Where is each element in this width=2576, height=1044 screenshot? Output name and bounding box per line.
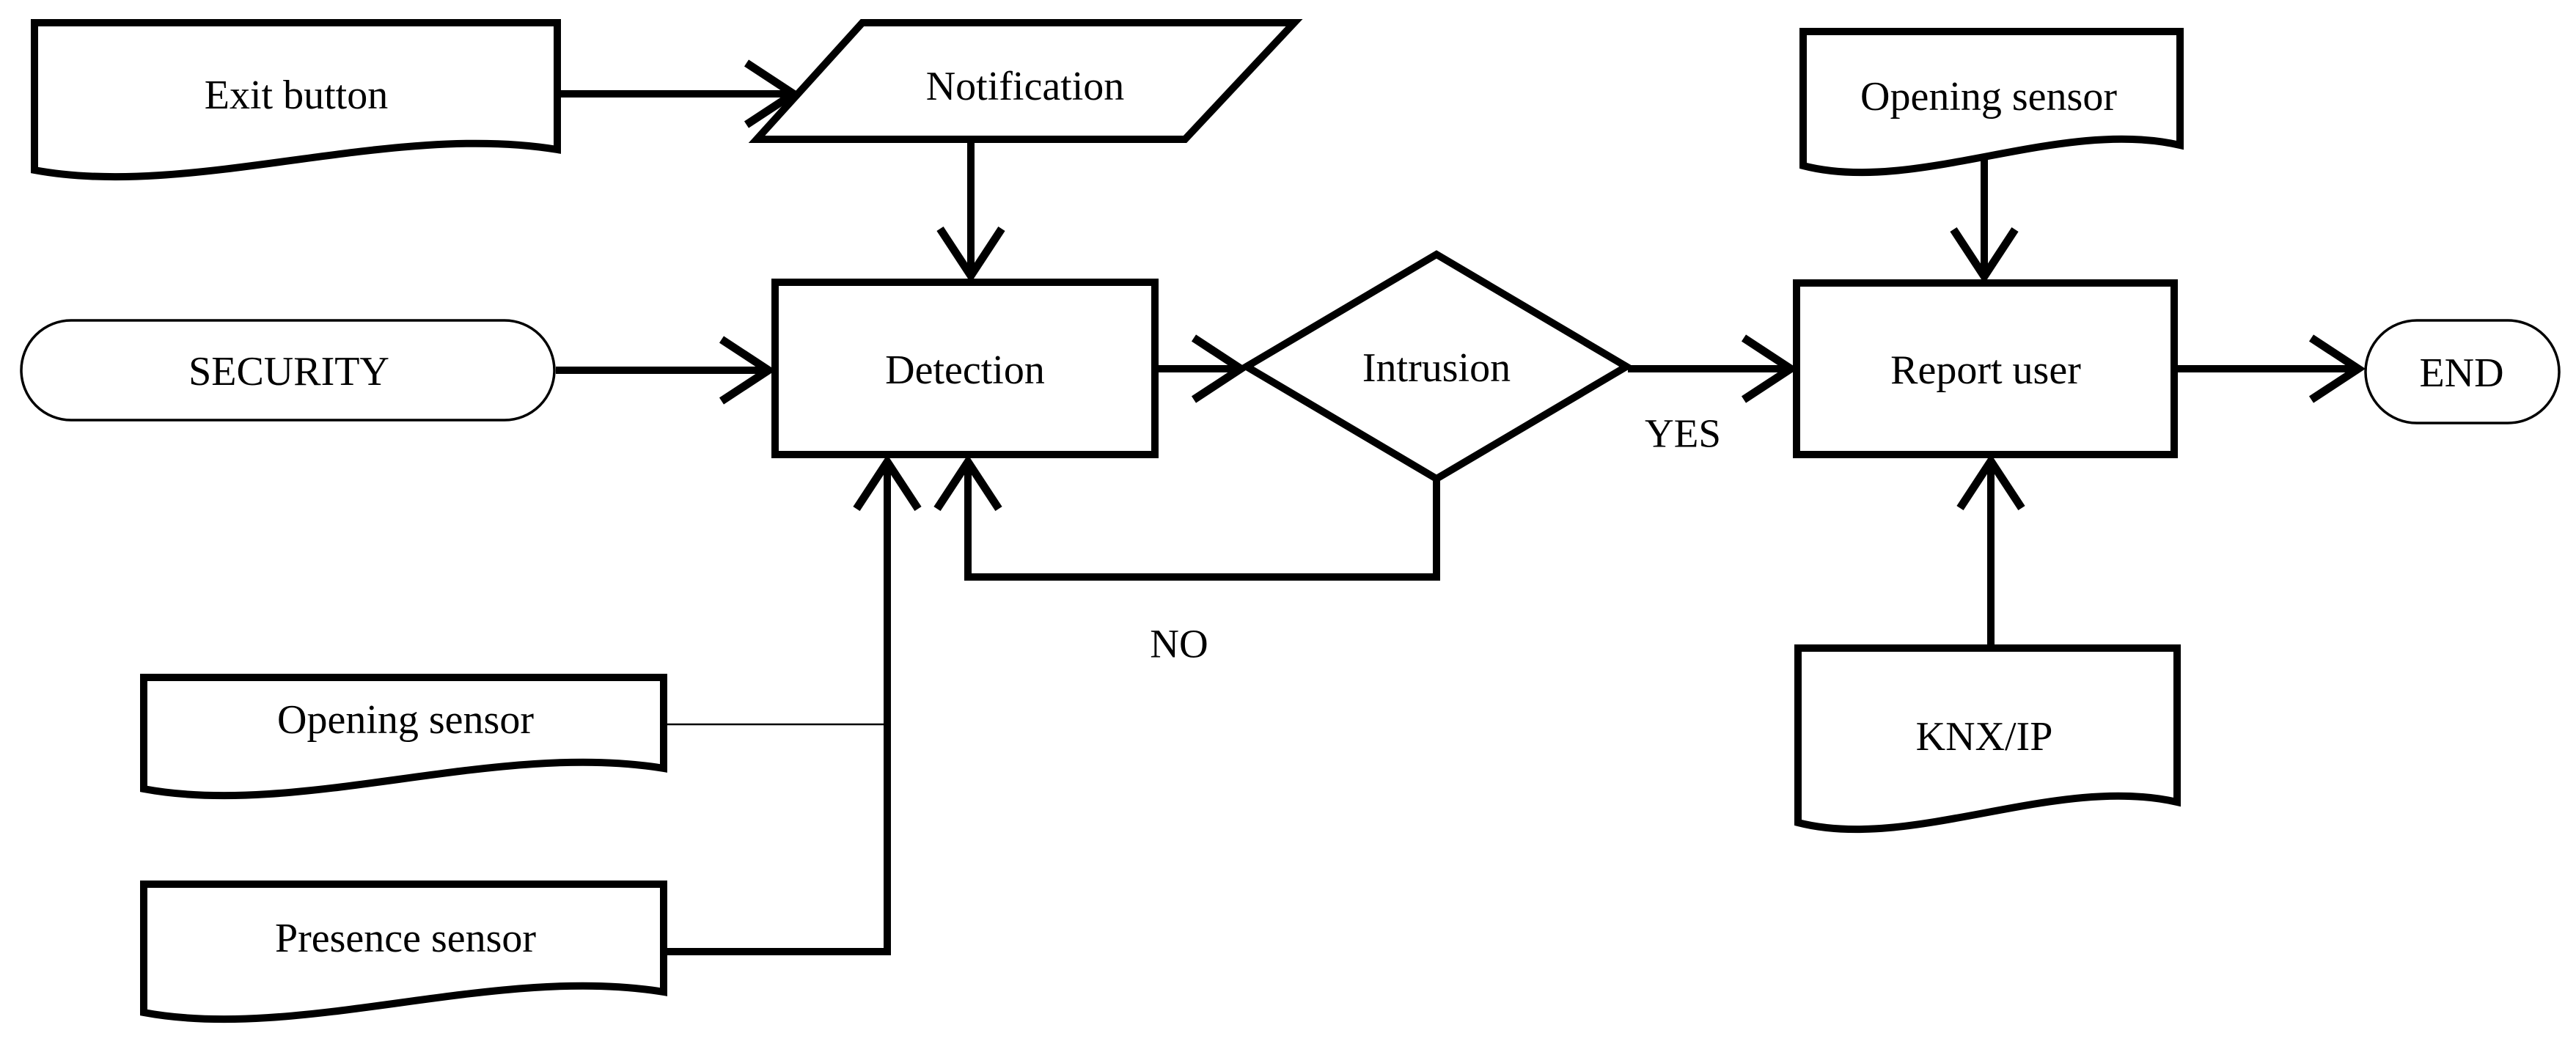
process-shape bbox=[1793, 279, 2178, 458]
edge-sensors-to-detection bbox=[662, 454, 922, 955]
node-notification: Notification bbox=[748, 19, 1303, 143]
node-exit-button: Exit button bbox=[31, 19, 561, 181]
node-report-user: Report user bbox=[1793, 279, 2178, 458]
node-opening-sensor-bottom: Opening sensor bbox=[140, 674, 667, 800]
edge-intrusion-no-to-detection bbox=[933, 454, 1440, 581]
node-label: Opening sensor bbox=[277, 697, 534, 743]
edges: YES NO bbox=[556, 59, 2366, 955]
nodes: Exit button Notification SECURITY Detect… bbox=[20, 19, 2561, 1023]
node-opening-sensor-top: Opening sensor bbox=[1799, 28, 2184, 177]
node-presence-sensor: Presence sensor bbox=[140, 881, 667, 1023]
document-shape bbox=[1799, 28, 2184, 177]
process-shape bbox=[771, 279, 1159, 458]
decision-diamond-shape bbox=[1239, 250, 1634, 483]
node-label: Notification bbox=[926, 64, 1125, 109]
parallelogram-shape bbox=[748, 19, 1303, 143]
document-shape bbox=[31, 19, 561, 181]
node-label: Presence sensor bbox=[275, 916, 536, 961]
document-shape bbox=[1794, 644, 2181, 834]
document-shape bbox=[140, 674, 667, 800]
node-label: SECURITY bbox=[188, 349, 389, 394]
node-intrusion: Intrusion bbox=[1239, 250, 1634, 483]
node-label: END bbox=[2419, 350, 2503, 396]
edge-label-no: NO bbox=[1150, 622, 1208, 666]
terminator-shape bbox=[20, 319, 556, 422]
node-label: Report user bbox=[1890, 348, 2081, 393]
document-shape bbox=[140, 881, 667, 1023]
node-security: SECURITY bbox=[20, 319, 556, 422]
node-label: Intrusion bbox=[1362, 345, 1511, 391]
node-end: END bbox=[2364, 319, 2561, 424]
node-label: Opening sensor bbox=[1860, 74, 2117, 120]
node-label: KNX/IP bbox=[1916, 714, 2053, 760]
node-detection: Detection bbox=[771, 279, 1159, 458]
terminator-shape bbox=[2364, 319, 2561, 424]
node-label: Exit button bbox=[205, 73, 388, 118]
node-label: Detection bbox=[885, 348, 1045, 393]
node-knx-ip: KNX/IP bbox=[1794, 644, 2181, 834]
edge-label-yes: YES bbox=[1645, 411, 1721, 456]
